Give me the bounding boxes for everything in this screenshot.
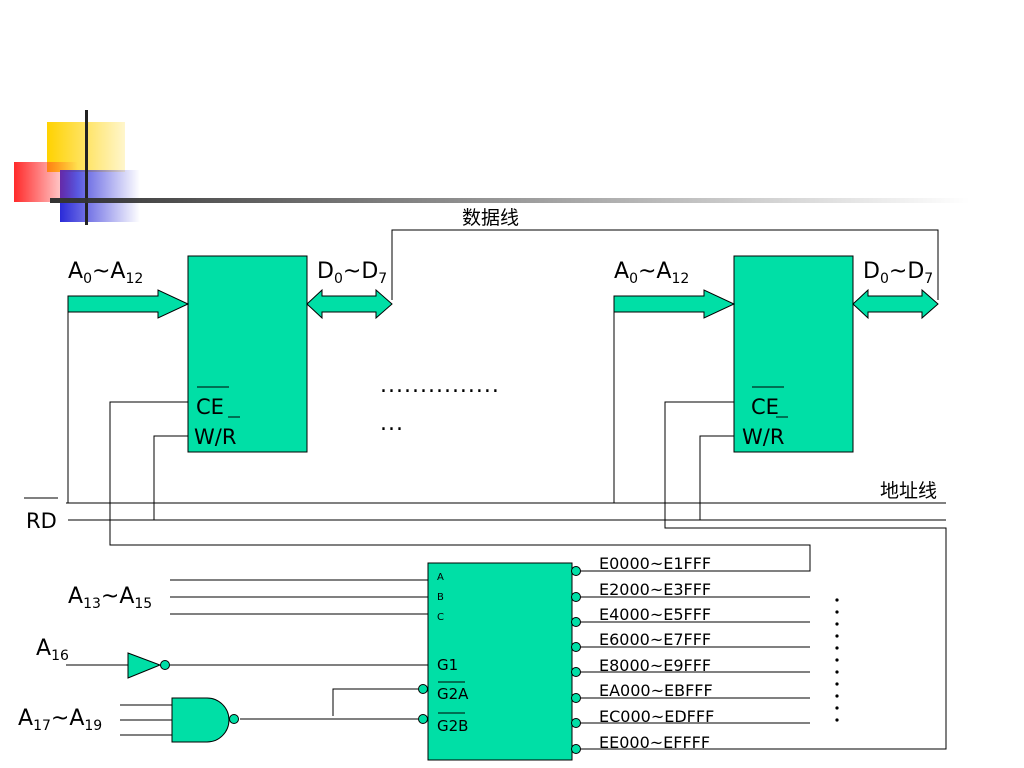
output-label-3: E6000~E7FFF <box>599 630 711 649</box>
out-bubble-6 <box>571 718 581 728</box>
left-ce-label: CE <box>196 395 224 419</box>
left-data-label: D0~D7 <box>317 259 387 287</box>
right-data-label: D0~D7 <box>863 259 933 287</box>
left-wr-label: W/R <box>194 425 236 449</box>
decoder-output-labels: E0000~E1FFF E2000~E3FFF E4000~E5FFF E600… <box>599 554 714 752</box>
out-bubble-7 <box>571 744 581 754</box>
deco-vertical-bar <box>85 110 88 225</box>
address-bus-label: 地址线 <box>880 480 937 502</box>
output-label-0: E0000~E1FFF <box>599 554 711 573</box>
rd-label: RD <box>26 509 57 533</box>
decoder-pin-a: A <box>437 572 444 583</box>
g2a-wire <box>332 688 418 716</box>
out-bubble-4 <box>571 667 581 677</box>
not-gate <box>127 652 170 679</box>
ellipsis-row2: ... <box>380 411 404 436</box>
deco-red-square <box>14 162 78 202</box>
output-label-7: EE000~EFFFF <box>599 733 710 752</box>
left-wr-wire <box>153 435 188 520</box>
nand-gate-body <box>171 697 230 743</box>
left-ce-wire <box>109 401 811 572</box>
decoder-pin-c: C <box>437 612 444 623</box>
right-address-arrow <box>613 289 736 319</box>
decoder-pin-b: B <box>437 592 444 603</box>
not-gate-bubble <box>160 660 170 670</box>
left-chip-body <box>187 255 308 453</box>
g2b-bubble <box>418 714 428 724</box>
out-bubble-2 <box>571 617 581 627</box>
out-bubble-1 <box>571 592 581 602</box>
left-data-arrow <box>306 288 393 320</box>
output-label-5: EA000~EBFFF <box>599 681 713 700</box>
data-bus-line <box>391 229 939 300</box>
out-bubble-3 <box>571 642 581 652</box>
right-memory-chip: A0~A12 D0~D7 CE W/R <box>613 255 939 453</box>
right-chip-body <box>733 255 854 453</box>
decoder-pin-g2b: G2B <box>437 717 468 735</box>
right-wr-wire <box>699 435 734 520</box>
right-data-arrow <box>852 288 939 320</box>
output-label-6: EC000~EDFFF <box>599 707 714 726</box>
left-address-label: A0~A12 <box>68 259 143 287</box>
ellipsis-row1: ............... <box>380 373 500 398</box>
decoder-pin-g1: G1 <box>437 656 458 674</box>
left-memory-chip: A0~A12 D0~D7 CE W/R <box>67 255 393 453</box>
output-label-4: E8000~E9FFF <box>599 656 711 675</box>
nand-gate-bubble <box>229 714 239 724</box>
out-bubble-5 <box>571 693 581 703</box>
a16-label: A16 <box>36 636 69 664</box>
decorative-title-graphic <box>14 110 970 225</box>
decoder-pin-g2a: G2A <box>437 685 469 703</box>
g2a-bubble <box>418 684 428 694</box>
right-wr-label: W/R <box>742 425 784 449</box>
decoder-body <box>427 562 573 761</box>
decoder-chip: A B C G1 G2A G2B E0000~E1FFF E2000~E3FFF… <box>418 554 839 761</box>
right-address-label: A0~A12 <box>614 259 689 287</box>
left-address-arrow <box>67 289 190 319</box>
right-ce-wire <box>578 401 947 750</box>
vertical-ellipsis <box>835 598 839 722</box>
not-gate-body <box>127 652 162 679</box>
a13-a15-label: A13~A15 <box>68 584 152 612</box>
wiring <box>24 229 947 750</box>
nand-gate <box>171 697 239 743</box>
out-bubble-0 <box>571 566 581 576</box>
a17-a19-label: A17~A19 <box>18 706 102 734</box>
output-label-2: E4000~E5FFF <box>599 605 711 624</box>
data-bus-label: 数据线 <box>462 207 519 229</box>
decoder-output-bubbles <box>571 566 581 754</box>
right-ce-label: CE <box>751 395 779 419</box>
deco-horizontal-bar <box>50 198 970 203</box>
output-label-1: E2000~E3FFF <box>599 580 711 599</box>
